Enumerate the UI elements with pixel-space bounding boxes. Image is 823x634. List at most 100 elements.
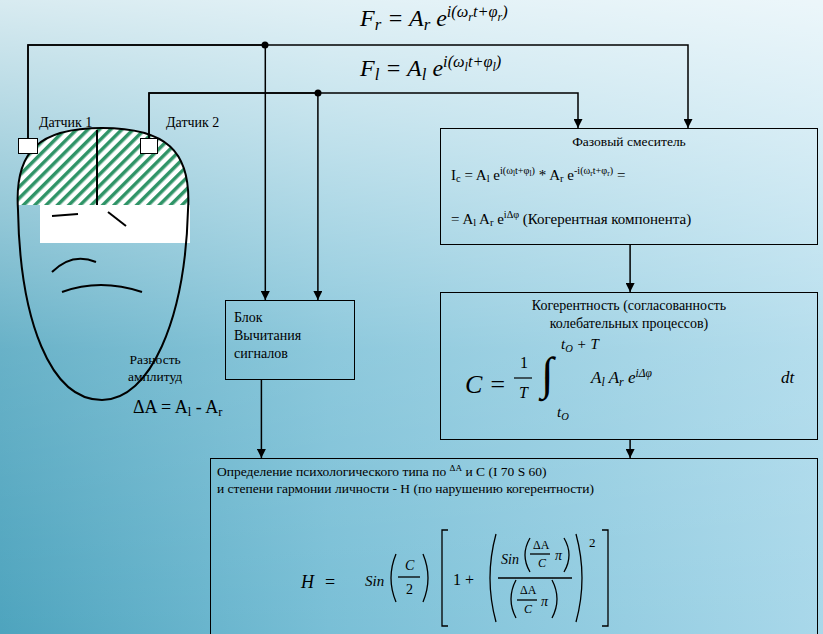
text-run: e xyxy=(426,55,443,81)
node-text: Датчик 1 xyxy=(39,114,92,132)
text-run: Блок xyxy=(234,310,263,325)
text-run: Разность xyxy=(130,352,181,367)
text-run: iΔφ xyxy=(504,209,519,220)
sensor-box: Датчик 2 xyxy=(140,138,158,154)
text-run: * A xyxy=(535,167,560,183)
text-run: 1 xyxy=(520,354,528,371)
signal-wire xyxy=(28,45,265,300)
signal-wire xyxy=(261,380,263,458)
formula-part: C = xyxy=(465,369,506,402)
text-run: ∫ xyxy=(541,348,554,399)
text-run: = A xyxy=(451,211,473,227)
text-run: = A xyxy=(379,55,421,81)
formula-part: Al Ar eiΔφ xyxy=(591,367,652,390)
sensor-box: Датчик 1 xyxy=(18,138,38,154)
text-run: t+φ xyxy=(473,2,498,21)
formula-part: = Al Ar eiΔφ (Когерентная компонента) xyxy=(451,209,691,229)
text-run: сигналов xyxy=(234,346,288,361)
paren xyxy=(525,538,530,572)
text-run: ΔA xyxy=(520,583,536,597)
formula-part: 2 xyxy=(406,581,413,599)
formula-part: π xyxy=(555,547,562,565)
fraction-bar xyxy=(517,599,537,600)
formula-part: 1 xyxy=(520,353,528,373)
text-run: = xyxy=(613,167,625,183)
eyebrow xyxy=(108,212,126,226)
text-run: C xyxy=(524,602,532,616)
text-run: C xyxy=(405,558,414,573)
text-run: iΔφ xyxy=(635,367,651,380)
formula-part: tO + T xyxy=(561,335,599,355)
text-run: ) xyxy=(532,165,535,176)
text-run: r xyxy=(218,405,222,419)
bracket xyxy=(602,530,608,626)
formula-part: H xyxy=(301,571,314,594)
text-run: l xyxy=(188,405,192,419)
process-box: Блок Вычитания сигналов xyxy=(225,300,355,380)
text-run: O xyxy=(561,411,569,422)
text-run: F xyxy=(360,55,375,81)
text-run: e xyxy=(490,167,500,183)
text-run: O xyxy=(565,343,573,354)
text-run: A xyxy=(476,211,490,227)
formula-part: Sin xyxy=(365,572,384,591)
text-run: r xyxy=(619,375,624,389)
text-run: Sin xyxy=(501,552,519,567)
text-run: C = xyxy=(465,370,506,399)
text-run: l xyxy=(493,60,496,74)
signal-wire xyxy=(629,440,631,458)
paren xyxy=(423,554,428,602)
eyebrow xyxy=(52,214,78,216)
fraction-bar xyxy=(498,577,572,578)
text-run: = A xyxy=(461,167,487,183)
text-run: (Когерентная компонента) xyxy=(519,211,691,227)
text-run: ) xyxy=(610,165,613,176)
text-run: A xyxy=(605,368,619,387)
text-run: ) xyxy=(502,2,507,21)
process-box: Определение психологического типа по ΔA … xyxy=(210,458,818,634)
formula-part: C xyxy=(538,556,546,571)
text-run: r xyxy=(424,15,431,34)
text-run: + T xyxy=(573,336,599,352)
formula-part: 2 xyxy=(589,535,596,551)
formula-part: 1 + xyxy=(453,570,474,590)
text-run: Датчик 2 xyxy=(166,115,219,130)
process-box: Когерентность (согласованность колебател… xyxy=(440,292,818,440)
text-run: амплитуд xyxy=(128,369,182,384)
text-run: Когерентность (согласованность xyxy=(532,298,726,313)
text-run: -i(ω xyxy=(574,165,590,176)
signal-wire xyxy=(28,45,688,138)
text-run: e xyxy=(493,211,503,227)
paren xyxy=(552,580,557,618)
text-run: 1 + xyxy=(453,571,474,588)
text-run: r xyxy=(560,173,564,184)
formula-brackets xyxy=(391,530,608,626)
text-run: r xyxy=(498,10,503,24)
text-run: - A xyxy=(191,397,218,417)
text-run: l xyxy=(513,169,515,178)
text-run: колебательных процессов) xyxy=(550,316,708,331)
hemisphere-divider xyxy=(96,130,98,205)
text-run: e xyxy=(624,368,636,387)
bracket xyxy=(442,530,448,626)
text-run: H xyxy=(301,572,314,592)
text-run: = xyxy=(325,572,335,592)
text-run: i(ω xyxy=(443,52,464,71)
text-run: C xyxy=(538,556,546,570)
formula-part: C xyxy=(405,557,414,575)
text-run: l xyxy=(465,60,468,74)
annotation-label: Разность амплитуд xyxy=(128,352,182,386)
text-run: t+φ xyxy=(593,165,607,176)
face-line xyxy=(52,259,96,272)
node-text: Датчик 2 xyxy=(166,114,219,132)
text-run: t xyxy=(557,404,561,420)
text-run: r xyxy=(590,169,593,178)
text-run: и C (I 70 S 60) xyxy=(462,464,546,479)
text-run: l xyxy=(601,375,604,389)
signal-wire xyxy=(149,93,578,138)
annotation-label: ΔA = Al - Ar xyxy=(133,396,222,421)
text-run: i(ω xyxy=(447,2,468,21)
text-run: 2 xyxy=(406,582,413,597)
text-run: e xyxy=(564,167,574,183)
